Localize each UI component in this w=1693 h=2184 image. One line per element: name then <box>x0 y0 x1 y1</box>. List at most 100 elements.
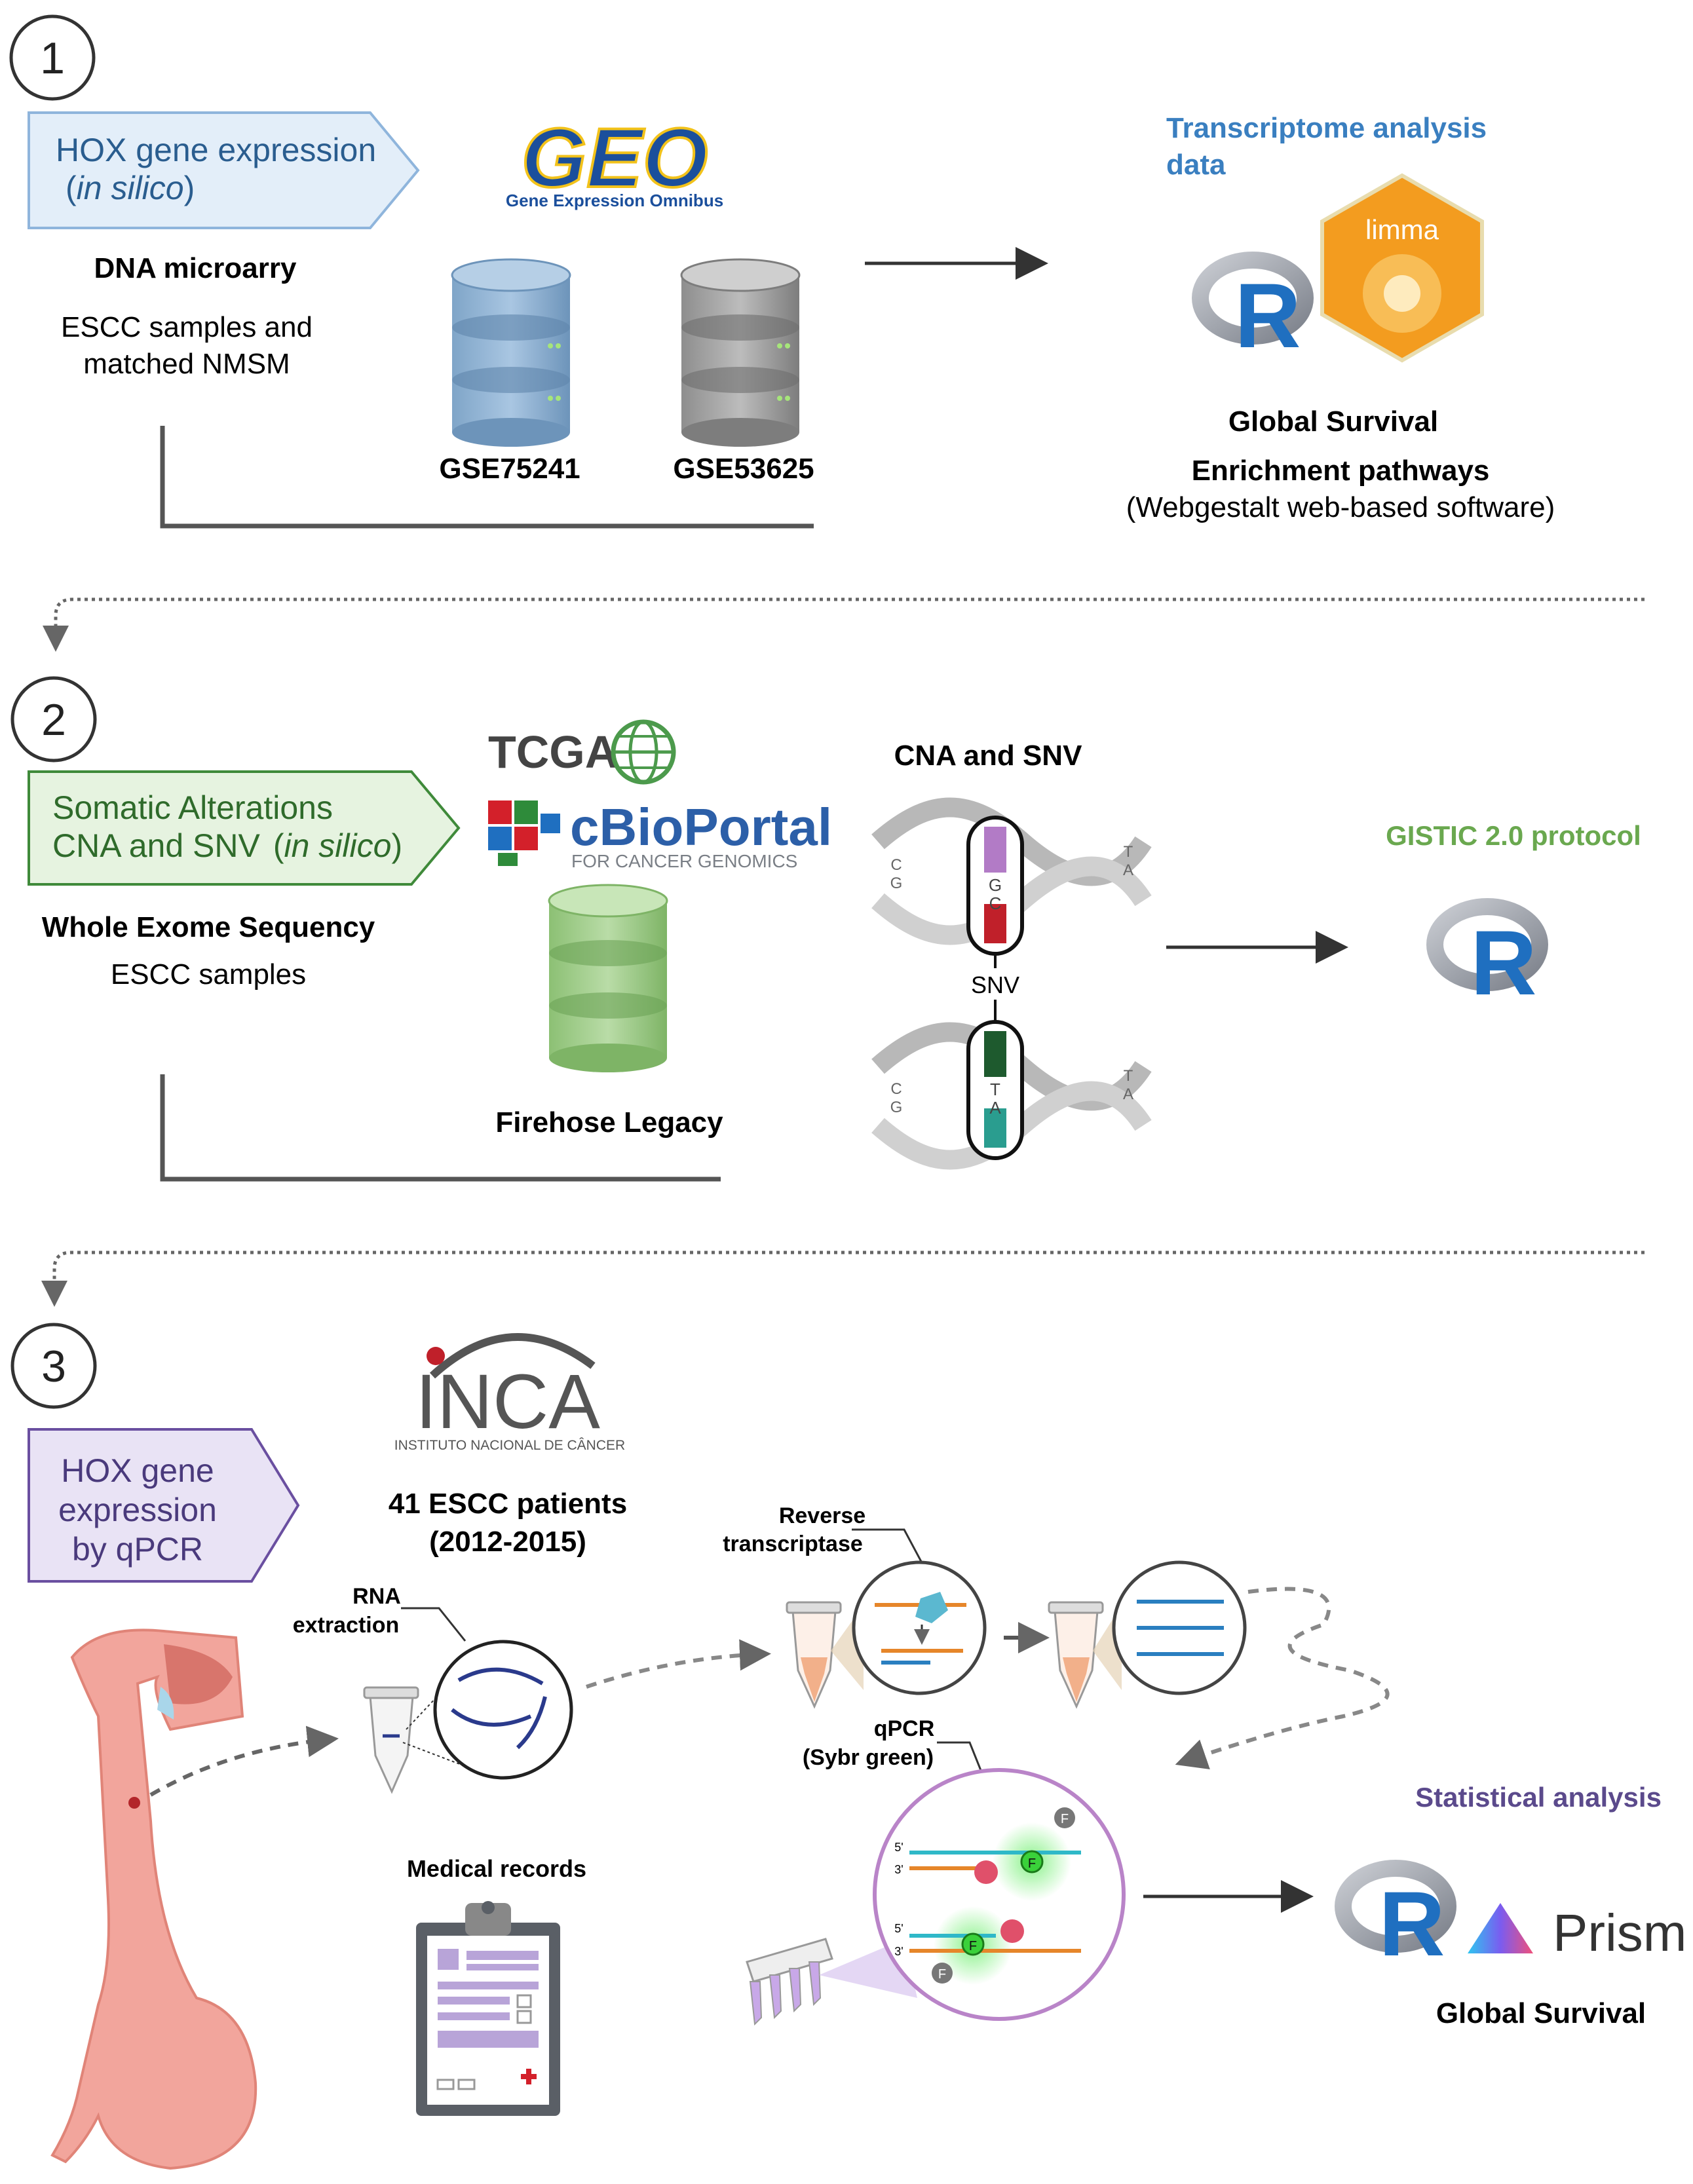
strand-label-5-bottom: 5' <box>894 1922 903 1935</box>
step-number-3: 3 <box>41 1342 66 1391</box>
qpcr-plate-tubes <box>746 1938 833 2026</box>
somatic-alterations-banner <box>28 770 461 886</box>
cdna-zoom-circle <box>1112 1560 1247 1695</box>
hox-qpcr-banner <box>28 1428 300 1583</box>
r-logo-3-letter: R <box>1379 1872 1445 1975</box>
dna-top-right-base-2: A <box>1123 861 1133 879</box>
strand-label-5-top: 5' <box>894 1841 903 1854</box>
cbioportal-logo-text: cBioPortal <box>570 798 832 856</box>
inca-logo-subtitle: INSTITUTO NACIONAL DE CÂNCER <box>394 1438 625 1453</box>
banner-2-line-1: Somatic Alterations <box>52 789 333 826</box>
arrow-rna-to-rt <box>586 1639 771 1689</box>
zoom-line-rna-2 <box>402 1742 472 1769</box>
prism-icon <box>1468 1903 1533 1953</box>
limma-label: limma <box>1365 214 1439 245</box>
esophagus-stomach-illustration <box>50 1629 257 2170</box>
dna-bottom-left-base-2: G <box>890 1099 903 1116</box>
step-number-1: 1 <box>40 33 65 83</box>
dna-bottom-right-base-2: A <box>1123 1085 1133 1103</box>
banner-1-line-1: HOX gene expression <box>56 132 376 168</box>
method-title-2: Whole Exome Sequency <box>42 911 375 943</box>
microtube-icon-1 <box>363 1686 419 1794</box>
r-logo-1-letter: R <box>1234 264 1301 367</box>
tcga-logo-text: TCGA <box>488 726 618 778</box>
clipboard-icon <box>416 1901 560 2116</box>
strand-label-3-top: 3' <box>894 1863 903 1876</box>
dna-top-left-base-2: G <box>890 875 903 892</box>
result-webgestalt: (Webgestalt web-based software) <box>1126 491 1555 523</box>
database-icon-gray <box>680 258 801 447</box>
method-desc-1-line-2: matched NMSM <box>83 348 290 380</box>
qpcr-label-line-1: qPCR <box>874 1716 935 1741</box>
dataset-label-gse53625: GSE53625 <box>673 453 814 485</box>
dna-bottom-left-base-1: C <box>890 1080 902 1098</box>
banner-3-line-2: expression <box>58 1492 217 1528</box>
dna-bottom-base-2: A <box>989 1098 1001 1118</box>
tcga-logo: TCGA <box>488 719 676 785</box>
arrow-esophagus-to-tube <box>149 1725 339 1797</box>
dotted-connector-1-2 <box>43 597 1645 652</box>
quencher-label-1: F <box>1061 1812 1069 1826</box>
database-icon-green <box>548 884 668 1072</box>
method-desc-2: ESCC samples <box>111 958 306 990</box>
method-desc-1-line-1: ESCC samples and <box>61 311 313 343</box>
strand-label-3-bottom: 3' <box>894 1945 903 1958</box>
dna-top-left-base-1: C <box>890 856 902 874</box>
r-logo-3: R <box>1335 1860 1456 1975</box>
inca-logo-text: INCA <box>415 1359 600 1445</box>
dna-helix-bottom: T A C G T A <box>871 1020 1152 1170</box>
dataset-label-firehose: Firehose Legacy <box>495 1106 723 1139</box>
fluorophore-label-2: F <box>969 1939 977 1953</box>
geo-logo-subtitle: Gene Expression Omnibus <box>506 191 723 210</box>
fluorophore-label-1: F <box>1028 1856 1036 1871</box>
dna-top-base-1: G <box>989 875 1002 895</box>
rt-label-line-2: transcriptase <box>723 1532 863 1556</box>
patients-line-2: (2012-2015) <box>429 1526 586 1558</box>
medical-records-label: Medical records <box>407 1855 586 1882</box>
result-enrichment: Enrichment pathways <box>1192 455 1490 487</box>
result-global-survival-1: Global Survival <box>1228 405 1438 438</box>
bracket-line-2 <box>160 1074 721 1182</box>
banner-2-line-2: CNA and SNV(in silico) <box>52 827 402 864</box>
globe-icon <box>611 719 676 785</box>
rt-zoom-circle <box>852 1560 987 1695</box>
cbioportal-logo-subtitle: FOR CANCER GENOMICS <box>571 851 797 871</box>
dotted-connector-2-3 <box>41 1251 1645 1307</box>
step-number-circle-2 <box>10 676 97 763</box>
microtube-icon-3 <box>1048 1601 1104 1709</box>
result-global-survival-3: Global Survival <box>1436 1997 1646 2029</box>
banner-1-line-2: (in silico) <box>66 170 195 206</box>
prism-logo-text: Prism <box>1553 1904 1686 1962</box>
rt-label-line-1: Reverse <box>779 1503 866 1528</box>
transcriptome-title-line-1: Transcriptome analysis <box>1166 112 1487 144</box>
statistical-analysis-title: Statistical analysis <box>1415 1782 1662 1813</box>
rna-leader-line <box>401 1607 466 1642</box>
rna-label-line-2: extraction <box>293 1613 400 1638</box>
section-2: 2 Somatic Alterations CNA and SNV(in sil… <box>10 676 1641 1182</box>
hox-expression-banner <box>28 111 420 229</box>
transcriptome-title-line-2: data <box>1166 149 1226 181</box>
dna-helix-top: G C C G T A <box>871 797 1152 956</box>
dna-top-right-base-1: T <box>1124 843 1133 861</box>
qpcr-zoom-circle: F F F F 5' 3' 5' 3' <box>873 1768 1126 2021</box>
inca-logo: INCA INSTITUTO NACIONAL DE CÂNCER <box>394 1333 625 1453</box>
gistic-protocol-title: GISTIC 2.0 protocol <box>1386 820 1641 851</box>
quencher-label-2: F <box>938 1967 946 1982</box>
dna-bottom-base-1: T <box>990 1080 1000 1099</box>
cbioportal-logo: cBioPortal FOR CANCER GENOMICS <box>488 798 832 871</box>
dataset-label-gse75241: GSE75241 <box>439 453 580 485</box>
step-number-2: 2 <box>41 695 66 745</box>
prism-logo: Prism <box>1468 1903 1686 1962</box>
bracket-line-1 <box>160 426 814 529</box>
geo-logo: GEO Gene Expression Omnibus <box>506 110 723 210</box>
database-icon-blue <box>451 258 571 447</box>
r-logo-1: R <box>1192 252 1314 367</box>
snv-label: SNV <box>971 971 1019 998</box>
limma-logo: limma <box>1320 173 1484 363</box>
step-number-circle-1 <box>9 14 96 101</box>
microtube-icon-2 <box>786 1601 842 1709</box>
rna-label-line-1: RNA <box>352 1584 401 1609</box>
dna-bottom-right-base-1: T <box>1124 1067 1133 1085</box>
section-3: 3 HOX gene expression by qPCR INCA INSTI… <box>10 1323 1686 2170</box>
tumor-site-marker <box>128 1797 140 1809</box>
